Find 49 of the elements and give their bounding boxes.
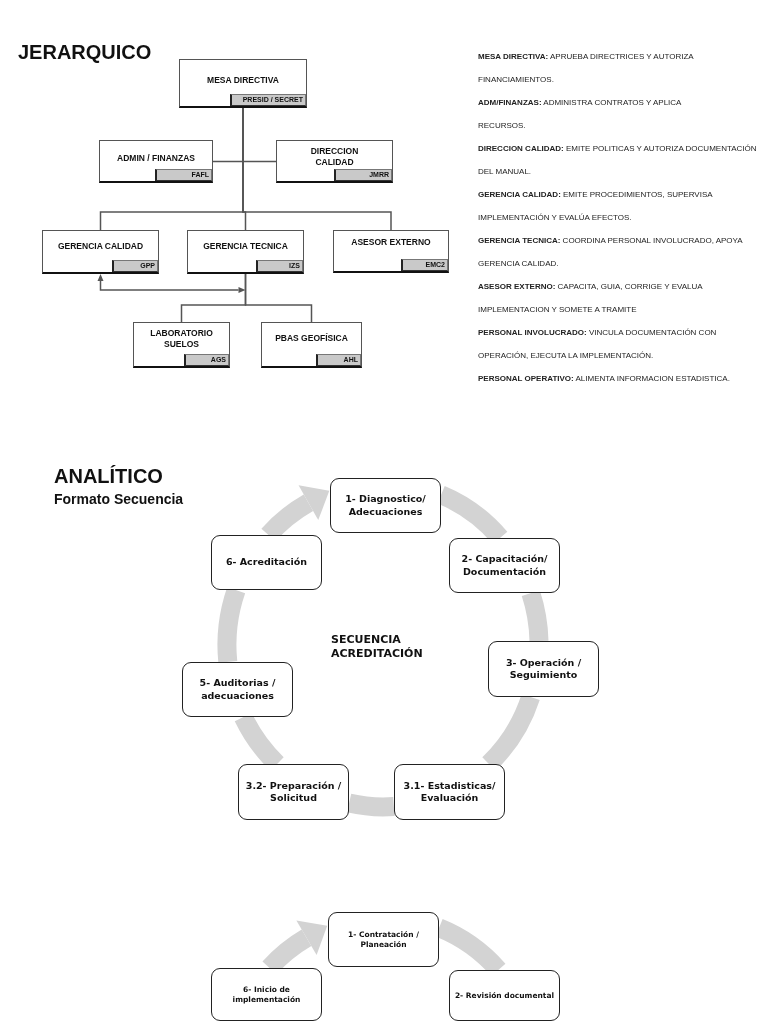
- step-label: 1- Diagnostico/ Adecuaciones: [344, 493, 427, 518]
- step-label: 5- Auditorias / adecuaciones: [198, 677, 277, 702]
- box-label: ADMIN / FINANZAS: [116, 152, 196, 164]
- step-box: [211, 968, 322, 1021]
- step-box: [182, 662, 293, 717]
- step-box: [394, 764, 505, 820]
- box-label: PBAS GEOFÍSICA: [274, 332, 349, 344]
- box-label: ASESOR EXTERNO: [350, 236, 432, 248]
- description-text: PERSONAL INVOLUCRADO: VINCULA DOCUMENTACIÓN CON OPERACIÓN, EJECUTA LA IMPLEMENTACIÓN.: [478, 327, 718, 362]
- step-box: [330, 478, 441, 533]
- description-text: MESA DIRECTIVA: APRUEBA DIRECTRICES Y AUTORIZA FINANCIAMIENTOS.: [478, 51, 695, 86]
- description-text: GERENCIA TECNICA: COORDINA PERSONAL INVOLUCRADO, APOYA GERENCIA CALIDAD.: [478, 235, 744, 270]
- section-heading: JERARQUICO: [18, 41, 152, 63]
- description-text: DIRECCION CALIDAD: EMITE POLITICAS Y AUTORIZA DOCUMENTACIÓN DEL MANUAL.: [478, 143, 758, 178]
- org-box: [42, 230, 159, 274]
- box-label: GERENCIA CALIDAD: [56, 240, 145, 252]
- description-text: PERSONAL OPERATIVO: ALIMENTA INFORMACION ESTADISTICA.: [478, 373, 731, 385]
- cycle-band: [347, 793, 395, 817]
- double-arrow: [97, 274, 246, 293]
- description-text: ADM/FINANZAS: ADMINISTRA CONTRATOS Y APLICA RECURSOS.: [478, 97, 682, 132]
- step-label: 6- Acreditación: [225, 556, 308, 569]
- center-label: SECUENCIA ACREDITACIÓN: [331, 633, 424, 661]
- box-label: GERENCIA TECNICA: [202, 240, 289, 252]
- org-box: [133, 322, 230, 368]
- box-label: MESA DIRECTIVA: [206, 74, 280, 86]
- org-box: [99, 140, 213, 183]
- org-box: [276, 140, 393, 183]
- org-box: [261, 322, 362, 368]
- step-label: 3.1- Estadisticas/ Evaluación: [402, 779, 497, 805]
- step-box: [449, 970, 560, 1021]
- step-box: [238, 764, 349, 820]
- connector-line: [244, 273, 313, 323]
- step-box: [328, 912, 439, 967]
- org-box: [179, 59, 307, 108]
- org-box: [187, 230, 304, 274]
- step-box: [211, 535, 322, 590]
- step-label: 3- Operación / Seguimiento: [504, 656, 583, 682]
- box-label: DIRECCION CALIDAD: [309, 145, 360, 168]
- description-text: GERENCIA CALIDAD: EMITE PROCEDIMIENTOS, SUPERVISA IMPLEMENTACIÓN Y EVALÚA EFECTOS.: [478, 189, 714, 224]
- step-box: [488, 641, 599, 697]
- description-text: ASESOR EXTERNO: CAPACITA, GUIA, CORRIGE Y EVALUA IMPLEMENTACION Y SOMETE A TRAMITE: [478, 281, 704, 316]
- step-label: 3.2- Preparación / Solicitud: [244, 779, 343, 805]
- section-subheading: Formato Secuencia: [54, 491, 184, 507]
- box-label: LABORATORIO SUELOS: [149, 327, 214, 350]
- connector-line: [242, 107, 392, 231]
- org-box: [333, 230, 449, 273]
- step-box: [449, 538, 560, 593]
- step-label: 2- Capacitación/ Documentación: [460, 553, 549, 578]
- section-heading: ANALÍTICO: [54, 465, 163, 487]
